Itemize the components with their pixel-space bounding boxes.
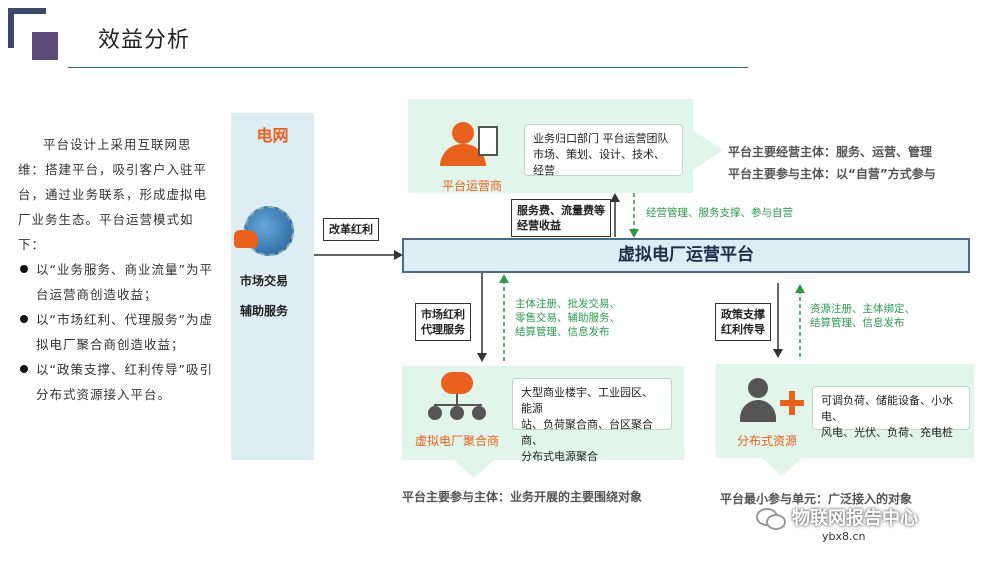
fee-label: 服务费、流量费等 经营收益	[511, 199, 611, 237]
reform-label: 改革红利	[323, 218, 379, 241]
distributed-info-box: 可调负荷、储能设备、小水电、 风电、光伏、负荷、充电桩	[812, 386, 970, 439]
bullet-dot-icon	[20, 365, 28, 373]
grid-title: 电网	[256, 126, 289, 145]
bullet-list: 以“业务服务、商业流量”为平台运营商创造收益； 以“市场红利、代理服务”为虚拟电…	[18, 257, 213, 407]
bullet-item: 以“业务服务、商业流量”为平台运营商创造收益；	[18, 257, 213, 307]
distributed-label: 分布式资源	[737, 434, 798, 448]
aggregator-footer: 平台主要参与主体：业务开展的主要围绕对象	[402, 490, 643, 504]
operator-info-box: 业务归口部门 平台运营团队 市场、策划、设计、技术、经营	[524, 124, 683, 177]
page-title: 效益分析	[98, 28, 191, 53]
operator-green-note: 经营管理、服务支撑、参与自营	[646, 207, 793, 219]
bullet-dot-icon	[20, 265, 28, 273]
aggregator-network-icon	[428, 372, 488, 422]
intro-text-block: 平台设计上采用互联网思维：搭建平台，吸引客户入驻平台，通过业务联系，形成虚拟电厂…	[18, 132, 213, 407]
operator-platform-arrows	[610, 193, 639, 238]
grid-panel	[231, 113, 314, 460]
operator-callout-pointer	[693, 130, 723, 170]
distributed-green-notes: 资源注册、主体绑定、 结算管理、信息发布	[810, 303, 915, 329]
aggregator-label: 虚拟电厂聚合商	[415, 434, 500, 448]
distributed-arrows	[773, 283, 805, 358]
aggregator-arrow-label: 市场红利 代理服务	[415, 303, 471, 341]
aggregator-info-box: 大型商业楼宇、工业园区、能源 站、负荷聚合商、台区聚合商、 分布式电源聚合	[512, 378, 672, 463]
bullet-item: 以“政策支撑、红利传导”吸引分布式资源接入平台。	[18, 357, 213, 407]
reform-arrow	[314, 250, 403, 260]
logo-square	[32, 32, 58, 60]
hand-icon	[234, 230, 258, 248]
watermark-text: 物联网报告中心	[792, 508, 918, 529]
aggregator-green-notes: 主体注册、批发交易、 零售交易、辅助服务、 结算管理、信息发布	[515, 298, 620, 338]
grid-label-ancillary: 辅助服务	[240, 304, 289, 318]
distributed-arrow-label: 政策支撑 红利传导	[715, 303, 771, 341]
platform-bar: 虚拟电厂运营平台	[402, 238, 970, 273]
operator-person-icon	[438, 122, 498, 166]
grid-label-market: 市场交易	[240, 274, 289, 288]
bullet-item: 以“市场红利、代理服务”为虚拟电厂聚合商创造收益；	[18, 307, 213, 357]
operator-note-1: 平台主要经营主体：服务、运营、管理	[728, 145, 933, 159]
watermark-url: ybx8.cn	[822, 530, 866, 543]
aggregator-arrows	[477, 273, 509, 362]
distributed-footer: 平台最小参与单元：广泛接入的对象	[720, 492, 913, 506]
aggregator-callout-pointer	[454, 460, 494, 478]
operator-label: 平台运营商	[442, 179, 503, 193]
bullet-dot-icon	[20, 315, 28, 323]
logo-frame	[8, 8, 46, 48]
title-divider	[68, 67, 748, 68]
wechat-icon	[756, 506, 786, 530]
intro-paragraph: 平台设计上采用互联网思维：搭建平台，吸引客户入驻平台，通过业务联系，形成虚拟电厂…	[18, 137, 208, 252]
distributed-person-plus-icon	[740, 378, 806, 426]
distributed-callout-pointer	[762, 458, 802, 476]
operator-note-2: 平台主要参与主体：以“自营”方式参与	[728, 167, 936, 181]
